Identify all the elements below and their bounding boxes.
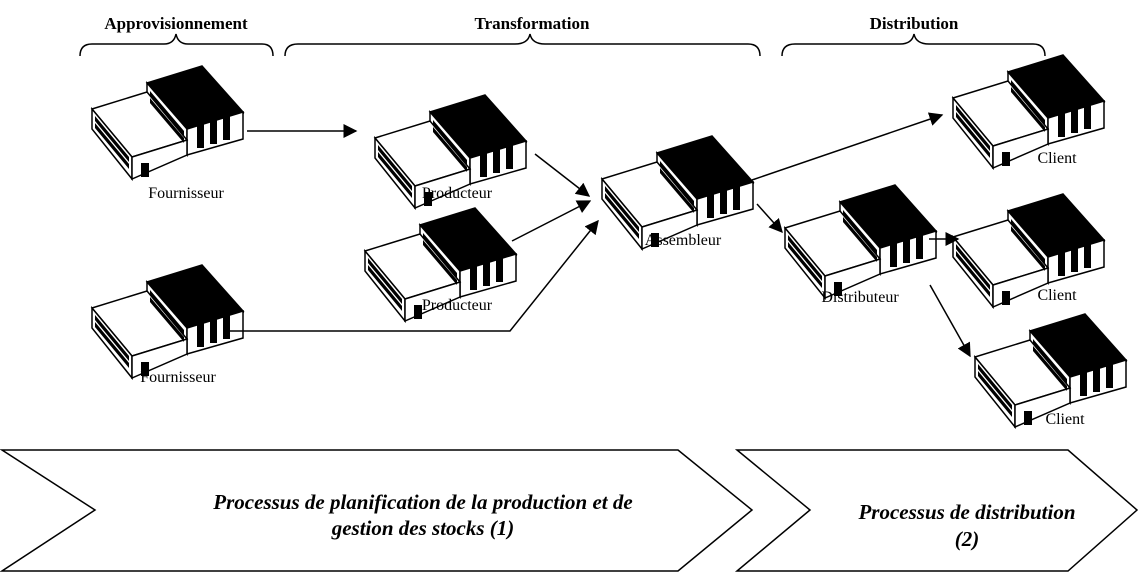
brace-distribution	[781, 33, 1046, 57]
client-3-label: Client	[1045, 411, 1085, 428]
process-planning-chevron	[0, 449, 754, 572]
supplier-1-factory-icon	[91, 65, 245, 180]
process-distribution-line1: Processus de distribution	[857, 500, 1075, 524]
arrow-assembler-distributor	[756, 203, 783, 234]
arrow-supplier2-assembler	[230, 219, 599, 332]
process-planning-line1: Processus de planification de la product…	[212, 490, 632, 514]
supplier-2-label: Fournisseur	[140, 369, 216, 386]
arrow-assembler-client1	[751, 112, 944, 181]
stage-transformation-title: Transformation	[475, 14, 590, 33]
client-2-label: Client	[1037, 287, 1077, 304]
producer-1-label: Producteur	[422, 185, 493, 202]
stage-distribution-title: Distribution	[870, 14, 959, 33]
stage-supply-title: Approvisionnement	[104, 14, 248, 33]
client-1-factory-icon	[952, 54, 1106, 169]
arrow-distributor-client3	[929, 284, 971, 358]
process-distribution-chevron	[734, 449, 1138, 572]
supplier-2-factory-icon	[91, 264, 245, 379]
process-planning-line2: gestion des stocks (1)	[331, 516, 515, 540]
brace-transformation	[284, 33, 761, 57]
assembler-label: Assembleur	[645, 232, 722, 249]
client-1-label: Client	[1037, 150, 1077, 167]
arrow-producer2-assembler	[511, 200, 592, 242]
process-distribution-line2: (2)	[955, 527, 980, 551]
distributor-factory-icon	[784, 184, 938, 299]
distributor-label: Distributeur	[821, 289, 899, 306]
brace-supply	[79, 33, 274, 57]
producer-2-label: Producteur	[422, 297, 493, 314]
client-2-factory-icon	[952, 193, 1106, 308]
arrow-producer1-assembler	[534, 153, 591, 197]
supplier-1-label: Fournisseur	[148, 185, 224, 202]
